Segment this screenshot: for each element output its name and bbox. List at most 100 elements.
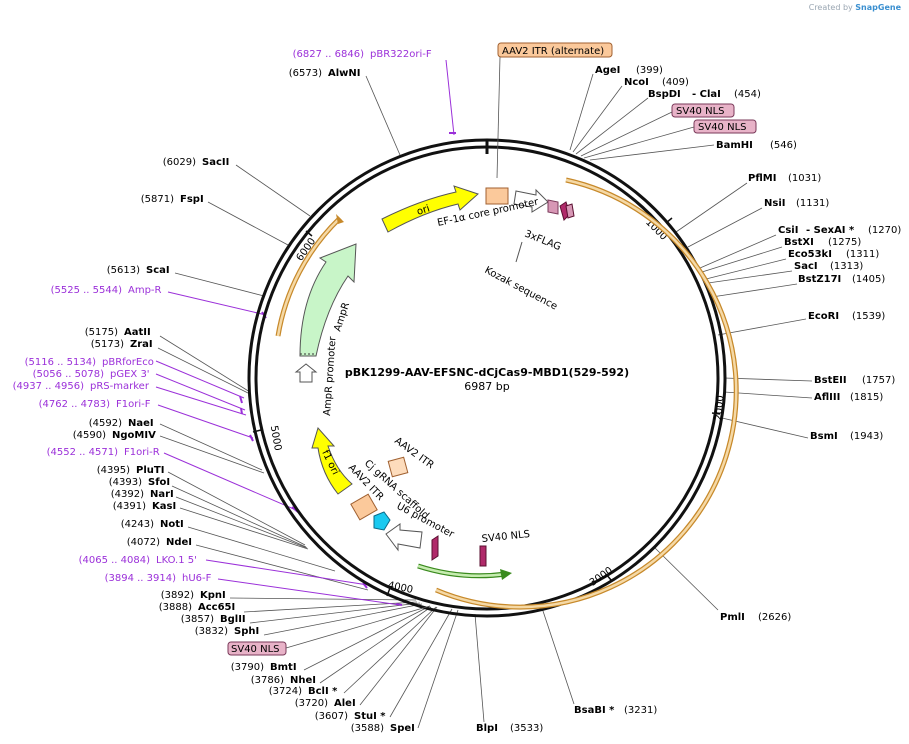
site-bglii: BglII xyxy=(220,614,246,625)
sv40-b-leader xyxy=(583,126,695,159)
site-bcli-pos: (3724) xyxy=(269,686,302,697)
site-sfoi-pos: (4393) xyxy=(109,477,142,488)
site-agei-pos: (399) xyxy=(636,65,663,76)
sv40-a-leader xyxy=(580,111,673,157)
site-spei: SpeI xyxy=(390,723,415,734)
site-spei-pos: (3588) xyxy=(351,723,384,734)
site-sexai: - SexAI * xyxy=(806,225,855,236)
site-nari: NarI xyxy=(150,489,174,500)
site-sphi-pos: (3832) xyxy=(195,626,228,637)
site-eco53ki-pos: (1311) xyxy=(846,249,879,260)
site-alwni-pos: (6573) xyxy=(289,68,322,79)
site-nhei-pos: (3786) xyxy=(251,675,284,686)
sv40-nls-inner-label: SV40 NLS xyxy=(481,529,530,545)
site-bsteii: BstEII xyxy=(814,375,847,386)
sv40-box-a-label: SV40 NLS xyxy=(676,106,725,117)
tick-4000: 4000 xyxy=(387,580,414,596)
nls-mark-b xyxy=(565,203,575,219)
f1-ori-arrow xyxy=(311,426,353,495)
plasmid-name: pBK1299-AAV-EFSNC-dCjCas9-MBD1(529-592) xyxy=(345,366,629,379)
site-alwni: AlwNI xyxy=(328,68,361,79)
site-scai-pos: (5613) xyxy=(107,265,140,276)
site-bstz17i-pos: (1405) xyxy=(852,274,885,285)
primer-hu6-f: hU6-F xyxy=(182,573,212,584)
site-pmli-pos: (2626) xyxy=(758,612,791,623)
site-clai: - ClaI xyxy=(692,89,721,100)
site-naei-pos: (4592) xyxy=(89,418,122,429)
site-ndei: NdeI xyxy=(166,537,192,548)
ampr-arrow xyxy=(299,243,357,357)
site-sacii-pos: (6029) xyxy=(163,157,196,168)
sv40-box-c: SV40 NLS xyxy=(227,641,287,656)
site-bglii-pos: (3857) xyxy=(181,614,214,625)
scale-ticks xyxy=(252,217,721,597)
cds-arc-outline xyxy=(435,177,739,610)
primer-pbr322ori: pBR322ori-F xyxy=(370,49,432,60)
site-ngomiv: NgoMIV xyxy=(112,430,156,441)
site-ecori-pos: (1539) xyxy=(852,311,885,322)
site-ncoi: NcoI xyxy=(624,77,649,88)
ori-arrow xyxy=(381,185,479,233)
primer-prs-marker: pRS-marker xyxy=(90,381,150,392)
site-pluti: PluTI xyxy=(136,465,164,476)
site-nsii: NsiI xyxy=(764,198,785,209)
site-bspdi: BspDI xyxy=(648,89,681,100)
aav2-alt-label: AAV2 ITR (alternate) xyxy=(502,46,604,57)
site-pflmi-pos: (1031) xyxy=(788,173,821,184)
site-ecori: EcoRI xyxy=(808,311,839,322)
site-bspdi-pos: (454) xyxy=(734,89,761,100)
site-fspi: FspI xyxy=(180,194,204,205)
site-bsteii-pos: (1757) xyxy=(862,375,895,386)
ampr-promoter-label: AmpR promoter xyxy=(322,335,339,416)
ori-label: ori xyxy=(416,203,432,217)
left-arc-head xyxy=(336,214,344,224)
site-aatii-pos: (5175) xyxy=(85,327,118,338)
site-bamhi-pos: (546) xyxy=(770,140,797,151)
site-csii-pos: (1270) xyxy=(868,225,901,236)
sv40-box-a-bg xyxy=(671,103,735,118)
site-acc65i-pos: (3888) xyxy=(159,602,192,613)
ef1a-box xyxy=(485,187,509,205)
site-csii: CsiI xyxy=(778,225,798,236)
flag-label: 3xFLAG xyxy=(523,229,563,254)
sv40-box-b-label: SV40 NLS xyxy=(698,122,747,133)
site-kpni-pos: (3892) xyxy=(161,590,194,601)
left-arc xyxy=(276,217,341,337)
site-bmti-pos: (3790) xyxy=(231,662,264,673)
sv40-nls-mark-1 xyxy=(431,535,439,561)
primer-pbrforeco: pBRforEco xyxy=(102,357,154,368)
site-aatii: AatII xyxy=(124,327,151,338)
site-noti: NotI xyxy=(160,519,184,530)
site-bamhi: BamHI xyxy=(716,140,753,151)
site-bsmi: BsmI xyxy=(810,431,838,442)
site-stui: StuI * xyxy=(354,711,386,722)
aav2-alt-leader xyxy=(496,56,501,179)
primer-prs-marker-pos: (4937 .. 4956) xyxy=(13,381,85,392)
green-arc-head xyxy=(500,569,512,580)
sv40-nls-mark-2 xyxy=(479,545,487,567)
plasmid-size: 6987 bp xyxy=(464,380,509,393)
site-kpni: KpnI xyxy=(200,590,226,601)
sv40-box-b: SV40 NLS xyxy=(693,119,757,134)
site-afliii: AflIII xyxy=(814,392,840,403)
snapgene-credit: Created by SnapGene xyxy=(809,3,901,12)
site-ngomiv-pos: (4590) xyxy=(73,430,106,441)
site-pmli: PmlI xyxy=(720,612,745,623)
site-bsabi-pos: (3231) xyxy=(624,705,657,716)
cds-arc xyxy=(435,178,738,609)
kozak-box xyxy=(547,199,559,215)
u6-promoter-arrow xyxy=(385,523,423,552)
site-agei: AgeI xyxy=(595,65,620,76)
site-zrai: ZraI xyxy=(130,339,153,350)
sv40-c-leader xyxy=(285,605,431,649)
site-noti-pos: (4243) xyxy=(121,519,154,530)
site-bcli: BclI * xyxy=(308,686,338,697)
site-bsabi: BsaBI * xyxy=(574,705,615,716)
right-site-labels: AgeI (399) NcoI (409) BspDI - ClaI (454)… xyxy=(476,65,901,734)
tick-2000: 2000 xyxy=(713,395,726,421)
primer-ampr-pos: (5525 .. 5544) xyxy=(51,285,123,296)
primer-f1ori-r: F1ori-R xyxy=(124,447,160,458)
aav2-itr-box-outer xyxy=(350,493,378,521)
site-pluti-pos: (4395) xyxy=(97,465,130,476)
